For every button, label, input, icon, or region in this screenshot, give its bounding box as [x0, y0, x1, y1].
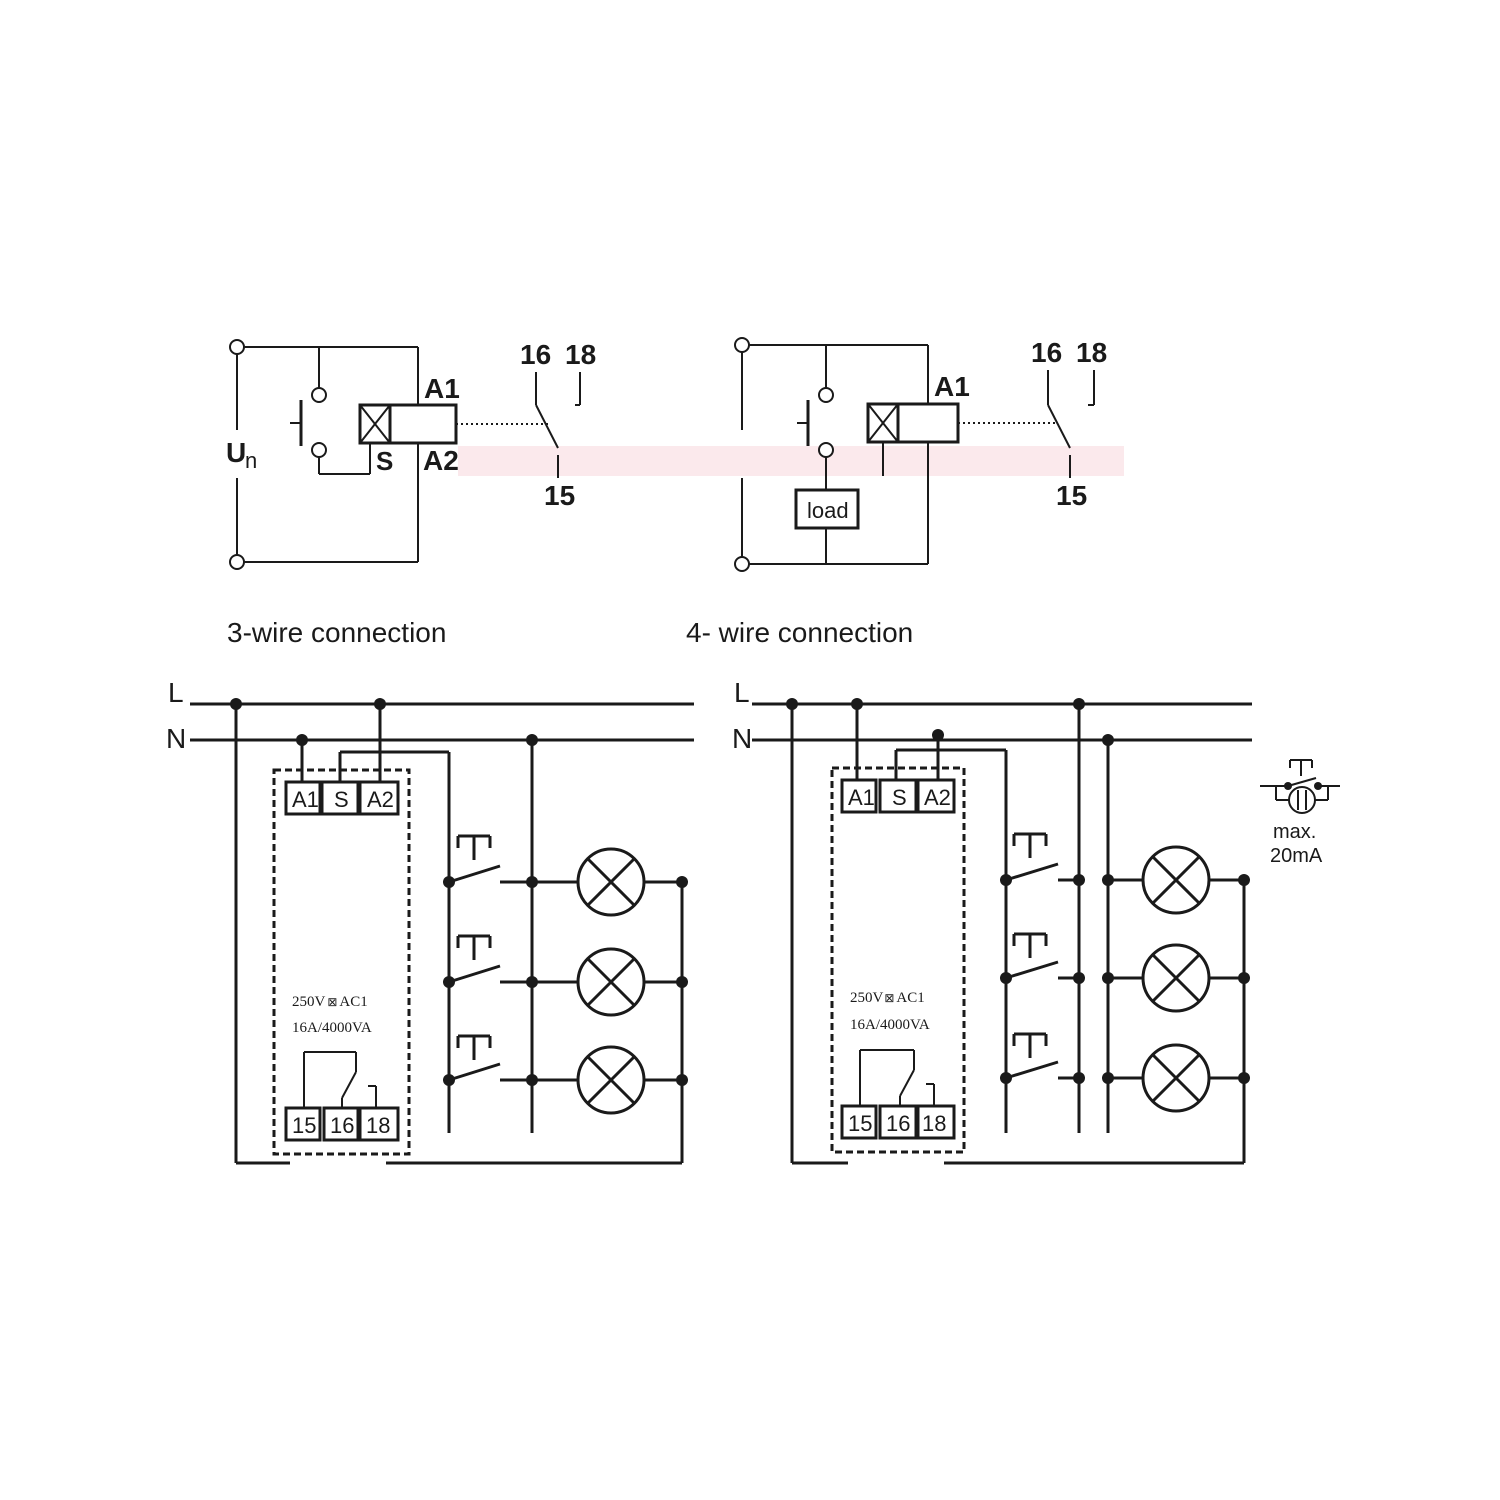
- lamp-icon: [576, 947, 646, 1017]
- terminal-s: S: [892, 785, 907, 810]
- terminal-a1-label: A1: [424, 373, 460, 404]
- pushbutton-row-2: [1000, 932, 1250, 984]
- lamp-icon: [576, 847, 646, 917]
- terminal-15-label: 15: [544, 480, 575, 511]
- line-l-label: L: [734, 677, 750, 708]
- wiring-3-wire: L N A1 S A2 250V⊠AC1 16A/4000VA: [166, 677, 694, 1165]
- terminal-18: 18: [922, 1111, 946, 1136]
- terminal-16: 16: [886, 1111, 910, 1136]
- pushbutton-row-1: [443, 834, 688, 888]
- pushbutton-row-3: [443, 1034, 688, 1086]
- terminal-16: 16: [330, 1113, 354, 1138]
- terminal-s: S: [334, 787, 349, 812]
- schematic-4-wire: load A1 16 18 15 4- wire connection: [686, 337, 1107, 648]
- lamp-icon: [576, 1045, 646, 1115]
- line-l-label: L: [168, 677, 184, 708]
- lamp-icon: [1141, 845, 1211, 915]
- terminal-a2: A2: [367, 787, 394, 812]
- terminal-18-label: 18: [1076, 337, 1107, 368]
- pushbutton-row-3: [1000, 1032, 1250, 1084]
- terminal-16-label: 16: [1031, 337, 1062, 368]
- rating-current: 16A/4000VA: [292, 1020, 372, 1036]
- terminal-18-label: 18: [565, 339, 596, 370]
- glow-current-note-1: max.: [1273, 821, 1316, 843]
- terminal-a2-label: A2: [423, 445, 459, 476]
- line-n-label: N: [732, 723, 752, 754]
- terminal-16-label: 16: [520, 339, 551, 370]
- lamp-icon: [1141, 1043, 1211, 1113]
- wiring-4-wire: L N A1 S A2 250V⊠AC1 16A/4000VA: [732, 677, 1340, 1165]
- schematic-3-wire: U n A1 A2 S 16 18 15 3-wire connection: [226, 339, 596, 648]
- rating-current: 16A/4000VA: [850, 1017, 930, 1033]
- terminal-a1-label: A1: [934, 371, 970, 402]
- load-label: load: [807, 498, 849, 523]
- supply-label: U: [226, 437, 246, 468]
- line-n-label: N: [166, 723, 186, 754]
- terminal-s-label: S: [376, 446, 393, 476]
- rating-voltage: 250V⊠AC1: [292, 994, 368, 1010]
- terminal-15: 15: [848, 1111, 872, 1136]
- terminal-a1: A1: [848, 785, 875, 810]
- glow-current-note-2: 20mA: [1270, 845, 1323, 867]
- caption-4-wire: 4- wire connection: [686, 617, 913, 648]
- caption-3-wire: 3-wire connection: [227, 617, 446, 648]
- lamp-icon: [1141, 943, 1211, 1013]
- pushbutton-row-2: [443, 934, 688, 988]
- rating-voltage: 250V⊠AC1: [850, 990, 925, 1006]
- terminal-15: 15: [292, 1113, 316, 1138]
- supply-subscript: n: [245, 448, 257, 473]
- terminal-a2: A2: [924, 785, 951, 810]
- terminal-15-label: 15: [1056, 480, 1087, 511]
- highlight-band: [458, 446, 1124, 476]
- illuminated-button-icon: [1260, 759, 1340, 814]
- terminal-a1: A1: [292, 787, 319, 812]
- terminal-18: 18: [366, 1113, 390, 1138]
- pushbutton-row-1: [1000, 832, 1250, 886]
